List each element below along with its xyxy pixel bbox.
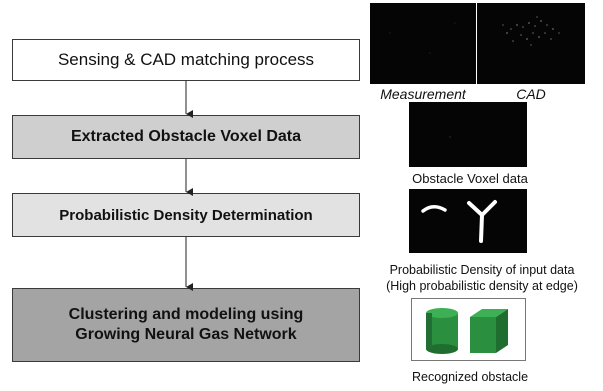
caption-density: Probabilistic Density of input data (Hig… [362, 262, 602, 294]
caption-measurement: Measurement [380, 86, 466, 102]
step-clustering-modeling: Clustering and modeling using Growing Ne… [12, 288, 360, 362]
cad-pointcloud-graphic [502, 16, 560, 46]
density-image [409, 189, 527, 253]
density-y-shape [467, 200, 497, 243]
obstacle-voxel-image [409, 102, 527, 167]
caption-density-line1: Probabilistic Density of input data [389, 263, 575, 277]
step-extracted-label: Extracted Obstacle Voxel Data [70, 128, 302, 145]
caption-recognized-obstacle: Recognized obstacle [411, 370, 529, 384]
step-sensing-label: Sensing & CAD matching process [57, 50, 315, 69]
density-curve-shape [421, 205, 447, 213]
step-density-label: Probabilistic Density Determination [59, 206, 313, 224]
density-graphic [421, 200, 497, 243]
cylinder-shape [426, 308, 458, 354]
recognized-obstacle-graphic [426, 308, 508, 354]
step-clustering-label-line1: Clustering and modeling using [68, 306, 304, 323]
step-extracted-voxel-data: Extracted Obstacle Voxel Data [12, 115, 360, 159]
step-density-determination: Probabilistic Density Determination [12, 193, 360, 237]
caption-cad: CAD [516, 86, 546, 102]
cad-image [477, 3, 585, 84]
voxel-graphic [449, 136, 451, 138]
measurement-noise-graphic [389, 22, 456, 54]
measurement-image [370, 3, 476, 84]
caption-density-line2: (High probabilistic density at edge) [386, 279, 578, 293]
step-clustering-label-line2: Growing Neural Gas Network [75, 326, 297, 343]
box-shape [470, 309, 508, 353]
step-sensing-cad-matching: Sensing & CAD matching process [12, 39, 360, 81]
recognized-obstacle-image [411, 298, 526, 361]
caption-voxel: Obstacle Voxel data [412, 171, 528, 186]
